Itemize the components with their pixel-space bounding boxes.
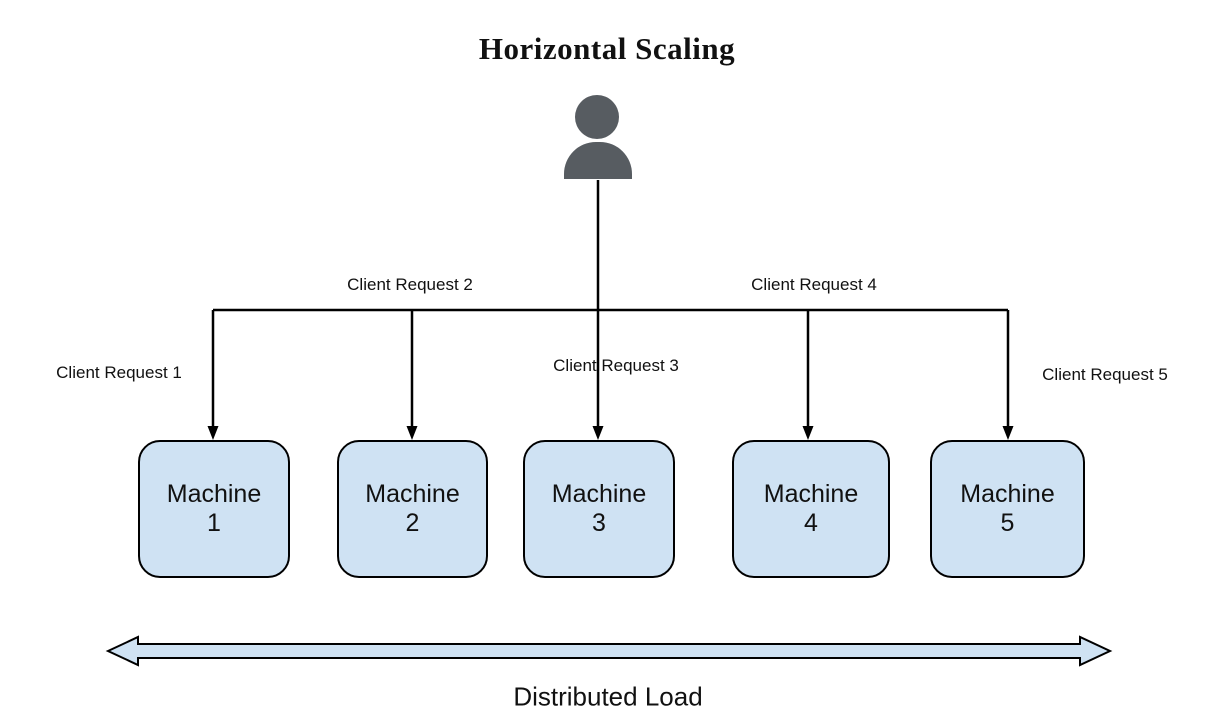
page-title: Horizontal Scaling <box>478 31 736 66</box>
machine-number: 4 <box>804 509 818 537</box>
user-icon <box>563 94 633 180</box>
machine-number: 1 <box>207 509 221 537</box>
client-request-label-5: Client Request 5 <box>1042 365 1168 384</box>
machine-number: 3 <box>592 509 606 537</box>
client-request-label-3: Client Request 3 <box>553 356 679 375</box>
arrowhead-icon-2 <box>406 426 418 440</box>
machine-box-1: Machine 1 <box>138 440 290 578</box>
arrowhead-icon-1 <box>207 426 219 440</box>
distributed-load-arrow <box>105 635 1113 667</box>
connector-stroke-group <box>211 180 1010 427</box>
distributed-load-label: Distributed Load <box>513 681 703 712</box>
arrowhead-icon-5 <box>1002 426 1014 440</box>
machine-number: 5 <box>1000 509 1015 537</box>
machine-label: Machine <box>551 480 647 508</box>
arrowheads-group <box>207 426 1014 440</box>
machine-label: Machine <box>960 480 1055 508</box>
arrowhead-icon-3 <box>592 426 604 440</box>
machine-label: Machine <box>166 480 262 508</box>
arrowhead-icon-4 <box>802 426 814 440</box>
machine-box-4: Machine 4 <box>732 440 890 578</box>
client-request-label-4: Client Request 4 <box>751 275 877 294</box>
machine-label: Machine <box>365 480 460 508</box>
machine-label: Machine <box>763 480 859 508</box>
machine-box-3: Machine 3 <box>523 440 675 578</box>
machine-box-2: Machine 2 <box>337 440 488 578</box>
client-request-label-1: Client Request 1 <box>56 363 182 382</box>
machine-number: 2 <box>405 509 420 537</box>
machine-box-5: Machine 5 <box>930 440 1085 578</box>
client-request-label-2: Client Request 2 <box>347 275 473 294</box>
user-icon-head <box>575 95 619 139</box>
